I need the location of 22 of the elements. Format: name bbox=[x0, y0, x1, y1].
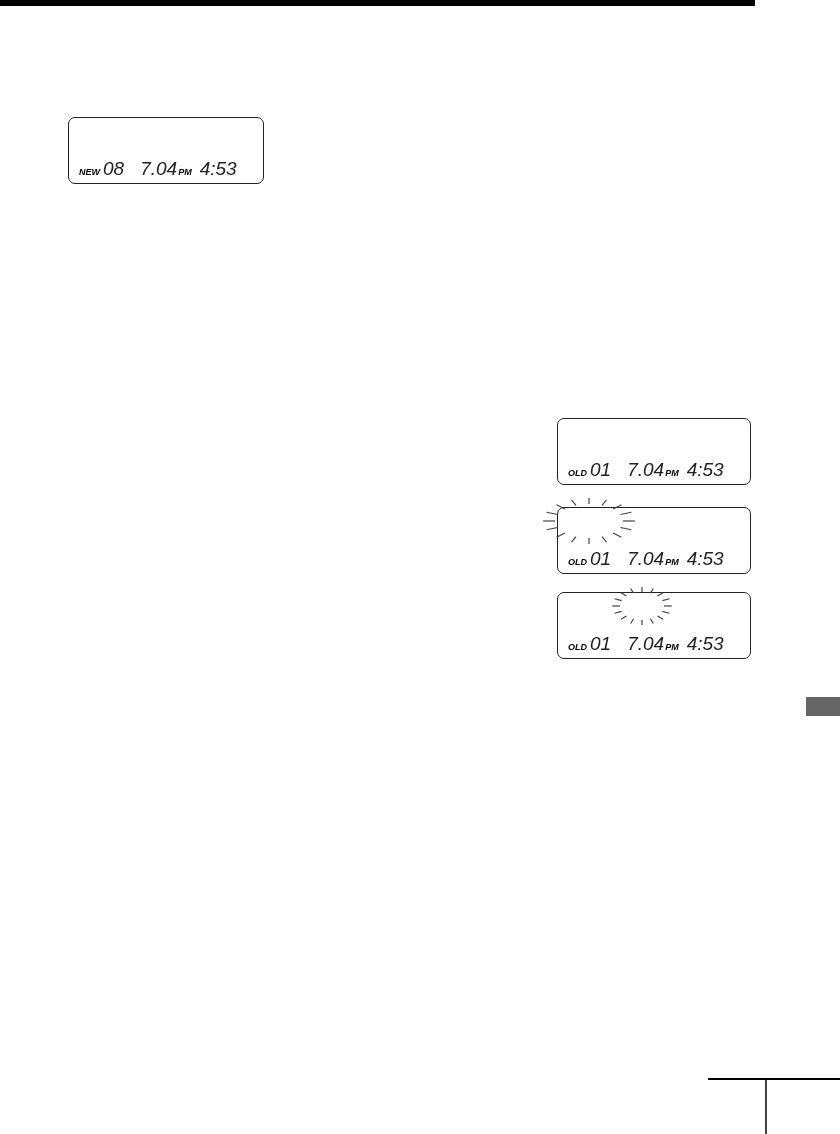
date-reading: 7.04 bbox=[140, 158, 178, 180]
lcd-display bbox=[68, 117, 264, 184]
message-number: 08 bbox=[103, 158, 125, 180]
date-reading: 7.04 bbox=[627, 459, 665, 481]
mode-indicator: OLD bbox=[568, 557, 587, 567]
date-reading: 7.04 bbox=[627, 548, 665, 570]
time-suffix: PM bbox=[665, 557, 679, 567]
mode-indicator: OLD bbox=[568, 468, 587, 478]
message-number: 01 bbox=[590, 459, 612, 481]
time-suffix: PM bbox=[178, 167, 192, 177]
message-number: 01 bbox=[590, 633, 612, 655]
time-reading: 4:53 bbox=[686, 459, 724, 481]
time-reading: 4:53 bbox=[686, 548, 724, 570]
time-reading: 4:53 bbox=[686, 633, 724, 655]
time-suffix: PM bbox=[665, 468, 679, 478]
mode-indicator: OLD bbox=[568, 642, 587, 652]
date-reading: 7.04 bbox=[627, 633, 665, 655]
mode-indicator: NEW bbox=[79, 167, 100, 177]
time-reading: 4:53 bbox=[199, 158, 237, 180]
time-suffix: PM bbox=[665, 642, 679, 652]
lcd-display bbox=[557, 418, 751, 485]
message-number: 01 bbox=[590, 548, 612, 570]
